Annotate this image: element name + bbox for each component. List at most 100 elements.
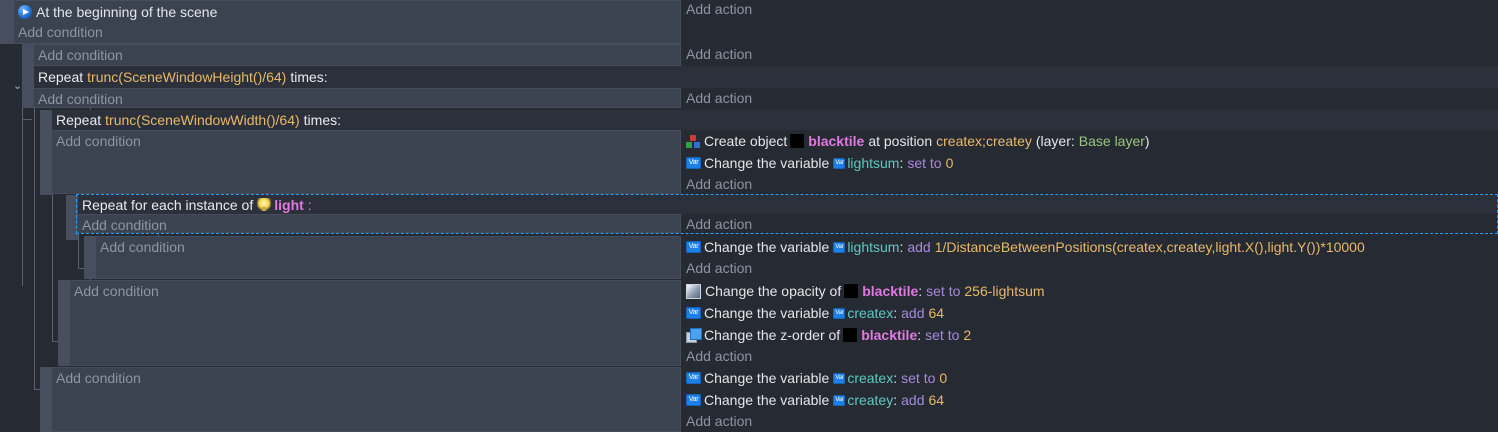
action-verb: Change the variable [704,305,829,321]
add-condition-label: Add condition [38,91,123,107]
tree-line-inner-lightsum [78,234,79,268]
object-name[interactable]: blacktile [808,133,864,149]
action-area-foreach[interactable]: Add action [681,214,1498,233]
add-action-scene-start[interactable]: Add action [681,0,1498,22]
action-area-row-reset[interactable]: Var Change the variable Var createx: set… [681,367,1498,432]
object-name[interactable]: blacktile [862,283,918,299]
event-title-repeat-width[interactable]: Repeattrunc(SceneWindowWidth()/64)times: [52,110,1498,130]
action-area-inner-lightsum[interactable]: Var Change the variable Var lightsum: ad… [681,236,1498,279]
variable-name[interactable]: createx [847,370,893,386]
add-action-sub1[interactable]: Add action [681,44,1498,65]
object-thumbnail-blacktile [843,328,857,342]
z-order-value[interactable]: 2 [963,327,971,343]
condition-area-sub1[interactable]: Add condition [34,44,681,66]
variable-value[interactable]: 1/DistanceBetweenPositions(createx,creat… [935,239,1365,255]
add-action-inner-lightsum[interactable]: Add action [681,258,1498,278]
condition-area-scene-start[interactable]: At the beginning of the scene Add condit… [14,0,681,44]
add-condition-label: Add condition [56,133,141,149]
variable-operator[interactable]: add [901,305,924,321]
for-each-object-name[interactable]: light [274,197,304,213]
add-condition-inner-lightsum[interactable]: Add condition [96,237,680,259]
variable-value[interactable]: 64 [928,305,944,321]
add-condition-row-reset[interactable]: Add condition [52,368,680,390]
add-condition-tile-group[interactable]: Add condition [70,281,680,303]
action-area-scene-start[interactable]: Add action [681,0,1498,44]
action-change-variable-createx-add[interactable]: Var Change the variable Var createx: add… [681,302,1498,324]
event-handle-tile-group[interactable] [58,280,70,366]
event-handle-repeat-width[interactable] [40,110,52,195]
repeat-expression[interactable]: trunc(SceneWindowWidth()/64) [105,112,300,128]
variable-name[interactable]: createx [847,305,893,321]
condition-area-repeat-width[interactable]: Add condition [52,130,681,194]
event-handle-row-reset[interactable] [40,367,52,432]
layer-prefix: (layer: [1036,133,1075,149]
colon: : [893,370,897,386]
action-change-variable-createy-add[interactable]: Var Change the variable Var createy: add… [681,389,1498,411]
for-each-colon: : [308,197,312,213]
condition-area-foreach[interactable]: Add condition [78,214,681,233]
repeat-expression[interactable]: trunc(SceneWindowHeight()/64) [87,69,286,85]
add-action-foreach[interactable]: Add action [681,214,1498,232]
opacity-icon [686,284,701,299]
colon: : [893,392,897,408]
add-condition-foreach[interactable]: Add condition [78,215,680,233]
condition-area-row-reset[interactable]: Add condition [52,367,681,432]
repeat-times-label: times: [290,69,327,85]
variable-name[interactable]: createy [847,392,893,408]
object-name[interactable]: blacktile [861,327,917,343]
z-order-operator[interactable]: set to [925,327,959,343]
action-verb: Create object [704,133,787,149]
variable-operator[interactable]: add [901,392,924,408]
variable-name[interactable]: lightsum [847,239,899,255]
position-expression[interactable]: createx;createy [936,133,1032,149]
action-area-tile-group[interactable]: Change the opacity of blacktile: set to … [681,280,1498,366]
action-area-repeat-height[interactable]: Add action [681,88,1498,108]
event-handle-foreach[interactable] [66,195,78,240]
opacity-operator[interactable]: set to [926,283,960,299]
action-change-z-order[interactable]: Change the z-order of blacktile: set to … [681,324,1498,346]
condition-scene-start[interactable]: At the beginning of the scene [14,1,680,23]
condition-area-tile-group[interactable]: Add condition [70,280,681,366]
event-handle-inner-lightsum[interactable] [84,236,96,279]
event-handle-repeat-height[interactable] [22,66,34,108]
variable-badge-icon: Var [833,395,845,406]
variable-value[interactable]: 0 [939,370,947,386]
add-action-repeat-width[interactable]: Add action [681,174,1498,194]
action-change-variable-lightsum-add[interactable]: Var Change the variable Var lightsum: ad… [681,236,1498,258]
variable-operator[interactable]: set to [901,370,935,386]
event-handle-scene-start[interactable] [0,0,14,44]
add-action-row-reset[interactable]: Add action [681,411,1498,431]
add-condition-sub1[interactable]: Add condition [34,45,680,66]
repeat-keyword: Repeat [38,69,83,85]
add-action-repeat-height[interactable]: Add action [681,88,1498,107]
condition-area-inner-lightsum[interactable]: Add condition [96,236,681,279]
variable-operator[interactable]: set to [907,155,941,171]
action-verb: Change the z-order of [704,327,840,343]
condition-area-repeat-height[interactable]: Add condition [34,88,681,108]
scene-start-icon [18,5,32,19]
add-condition-repeat-width[interactable]: Add condition [52,131,680,153]
add-action-label: Add action [686,216,752,232]
event-handle-sub1[interactable] [22,44,34,66]
event-title-foreach-light[interactable]: Repeat for each instance of light : [78,195,1498,214]
event-title-repeat-height[interactable]: Repeattrunc(SceneWindowHeight()/64)times… [34,66,1498,88]
add-condition-scene-start[interactable]: Add condition [14,23,680,45]
variable-value[interactable]: 0 [946,155,954,171]
colon: : [918,283,922,299]
action-change-opacity[interactable]: Change the opacity of blacktile: set to … [681,280,1498,302]
action-change-variable-lightsum-set[interactable]: Var Change the variable Var lightsum: se… [681,152,1498,174]
variable-value[interactable]: 64 [928,392,944,408]
action-create-object[interactable]: Create object blacktile at position crea… [681,130,1498,152]
action-change-variable-createx-set[interactable]: Var Change the variable Var createx: set… [681,367,1498,389]
variable-operator[interactable]: add [907,239,930,255]
action-area-repeat-width[interactable]: Create object blacktile at position crea… [681,130,1498,194]
layer-name[interactable]: Base layer [1079,133,1145,149]
action-area-sub1[interactable]: Add action [681,44,1498,66]
opacity-value[interactable]: 256-lightsum [964,283,1044,299]
add-condition-repeat-height[interactable]: Add condition [34,89,680,108]
add-action-tile-group[interactable]: Add action [681,346,1498,366]
action-verb: Change the variable [704,392,829,408]
add-condition-label: Add condition [56,370,141,386]
variable-name[interactable]: lightsum [847,155,899,171]
